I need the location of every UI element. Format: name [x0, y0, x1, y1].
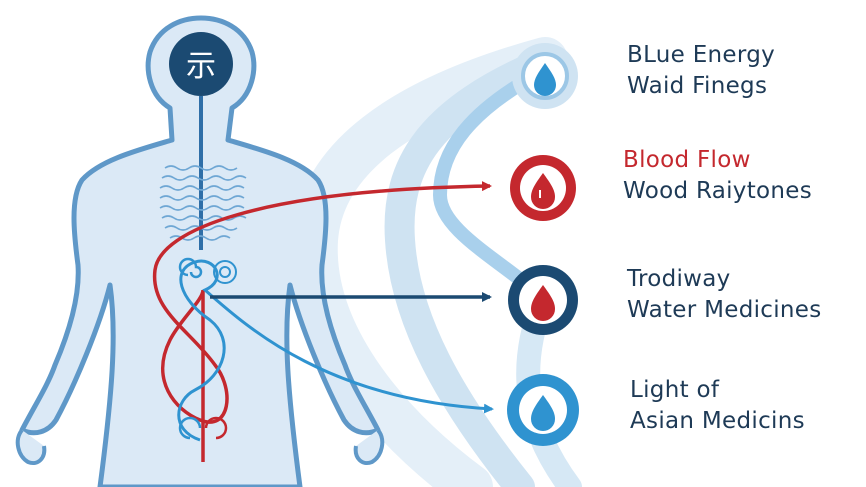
- left-hand: [15, 428, 47, 465]
- label-blood-flow: Blood Flow Wood Raiytones: [623, 145, 812, 207]
- label-blue-energy-line2: Waid Finegs: [627, 73, 768, 99]
- label-blue-energy-line1: BLue Energy: [627, 42, 776, 68]
- head-symbol: 示: [186, 49, 216, 84]
- abdomen-spirals: [178, 257, 237, 284]
- label-blood-flow-line1: Blood Flow: [623, 147, 751, 173]
- stream-light-blue: [432, 63, 552, 305]
- right-hand: [353, 428, 385, 465]
- label-light-of: Light of Asian Medicins: [630, 375, 805, 437]
- label-trodiway-line1: Trodiway: [627, 266, 731, 292]
- label-light-of-line2: Asian Medicins: [630, 408, 805, 434]
- sky-meridian-arrow: [177, 259, 494, 442]
- label-trodiway-line2: Water Medicines: [627, 297, 822, 323]
- head-circle: [169, 32, 233, 96]
- water-drop-navy-icon: [508, 265, 578, 335]
- body-silhouette: [19, 15, 381, 487]
- label-trodiway: Trodiway Water Medicines: [627, 264, 822, 326]
- label-light-of-line1: Light of: [630, 377, 720, 403]
- red-meridian-arrow: [152, 181, 492, 462]
- human-body: [15, 15, 385, 487]
- water-drop-blue-icon: [507, 374, 579, 446]
- lower-swirls: [178, 416, 228, 440]
- chest-waves: [159, 165, 247, 241]
- label-blood-flow-line2: Wood Raiytones: [623, 178, 813, 204]
- water-drop-red-icon: [510, 155, 576, 221]
- water-drop-light-blue-icon: [512, 43, 578, 109]
- label-blue-energy: BLue Energy Waid Finegs: [627, 40, 775, 102]
